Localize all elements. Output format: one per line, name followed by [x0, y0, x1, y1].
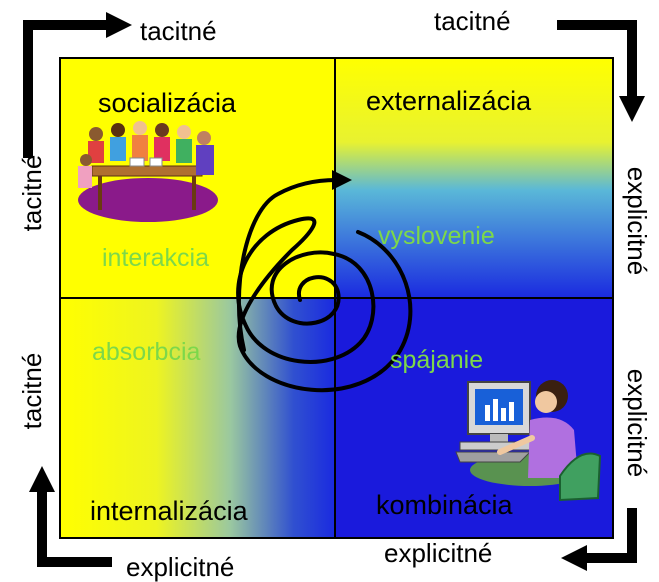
knowledge-spiral: [236, 170, 413, 393]
quadrant-top-left: [60, 58, 335, 298]
quadrant-top-right: [335, 58, 613, 298]
top-right-label: tacitné: [434, 6, 511, 36]
left-lower-label: tacitné: [17, 352, 47, 430]
process-label-articulation: vyslovenie: [378, 222, 495, 250]
quadrant-title-socialization: socializácia: [98, 88, 237, 118]
process-label-interaction: interakcia: [102, 244, 209, 272]
top-left-label: tacitné: [140, 16, 217, 46]
quadrant-bottom-left: [60, 298, 335, 538]
top-left-arrow: [23, 12, 132, 158]
process-label-absorption: absorbcia: [92, 338, 201, 366]
top-right-arrow: [557, 20, 645, 122]
process-label-connection: spájanie: [390, 346, 484, 374]
quadrant-title-externalization: externalizácia: [366, 86, 532, 116]
bottom-right-arrow: [561, 508, 637, 571]
group-meeting-clipart: [78, 121, 218, 222]
quadrant-title-internalization: internalizácia: [90, 496, 248, 526]
left-upper-label: tacitné: [17, 154, 47, 232]
bottom-left-arrow: [29, 466, 112, 567]
right-upper-label: explicitné: [622, 166, 652, 276]
bottom-right-label: explicitné: [384, 538, 493, 568]
quadrant-title-combination: kombinácia: [376, 490, 513, 520]
bottom-left-label: explicitné: [126, 552, 235, 582]
right-lower-label: explicitné: [622, 368, 652, 478]
person-at-computer-clipart: [455, 380, 602, 502]
